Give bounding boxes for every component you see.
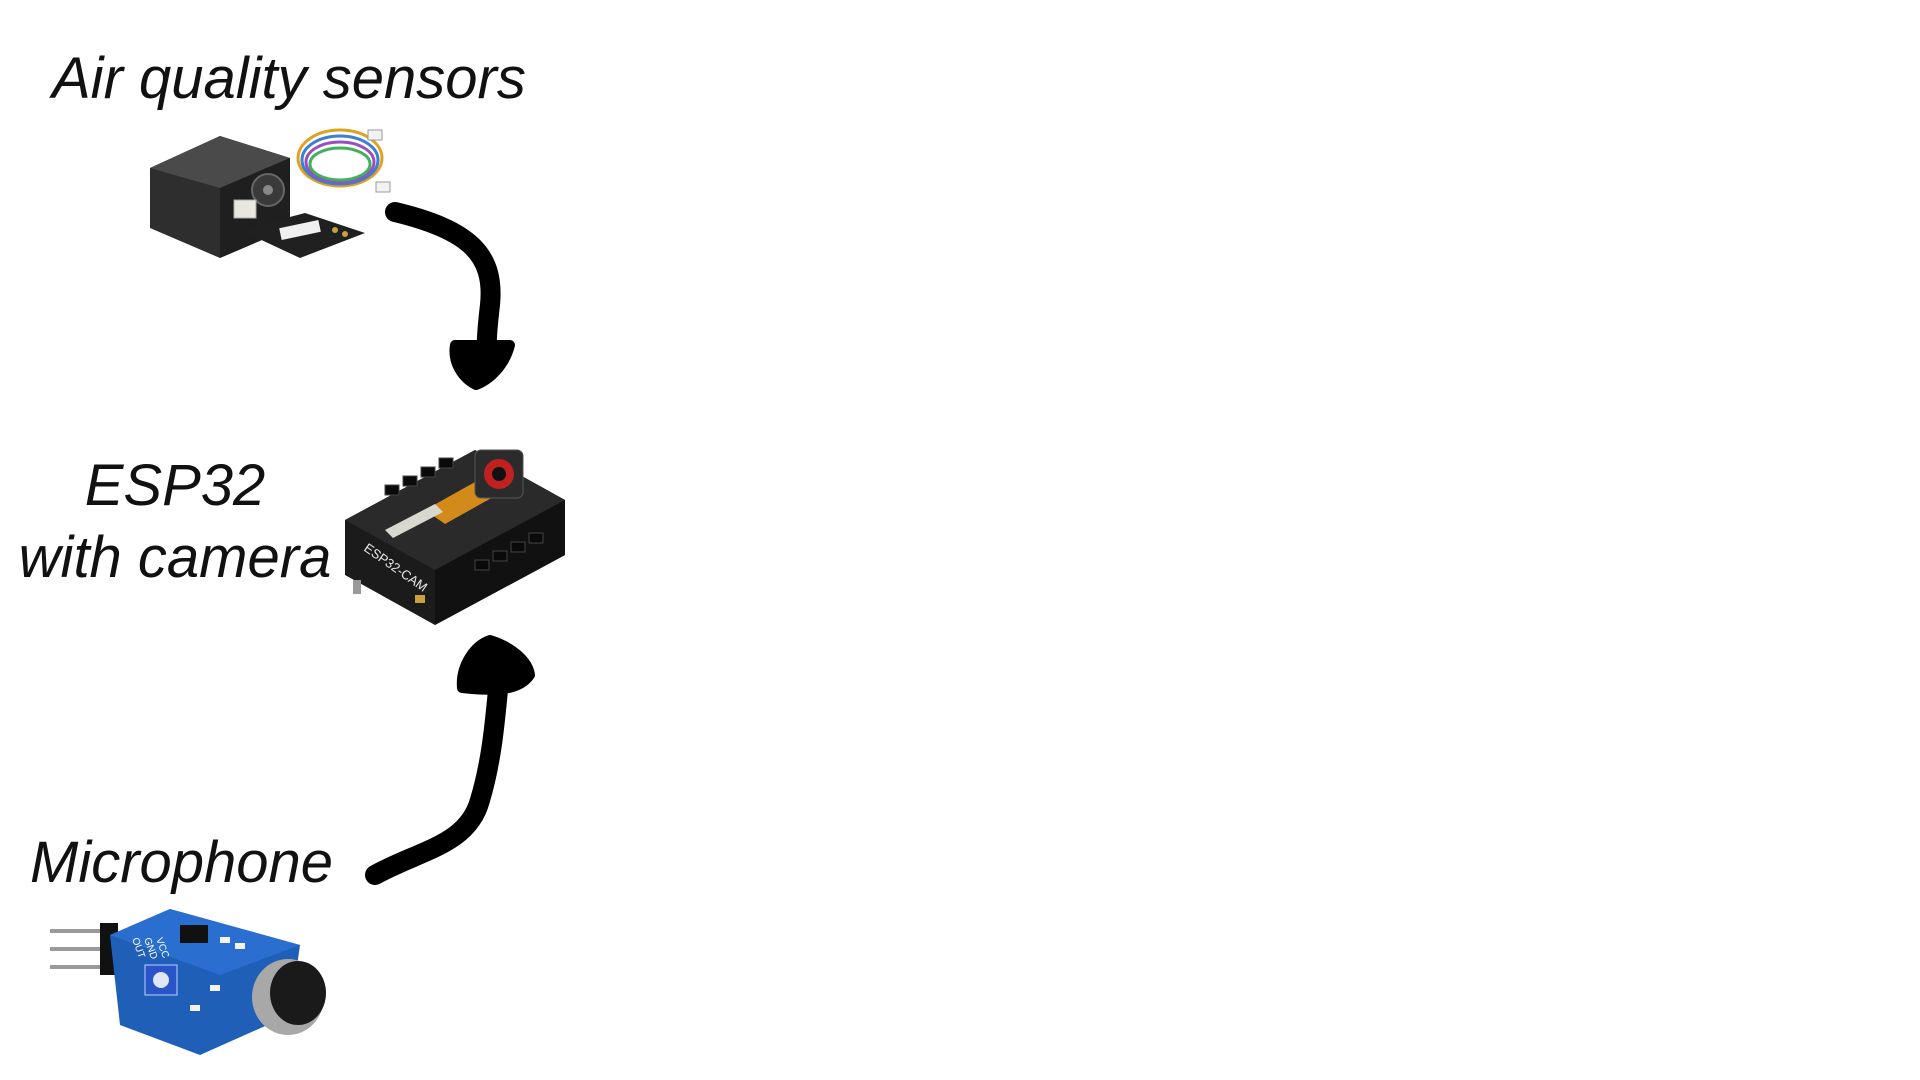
- air-quality-sensor-image: [150, 128, 391, 258]
- esp32-label: ESP32 with camera: [0, 450, 350, 594]
- esp32-label-line1: ESP32: [84, 453, 266, 518]
- arrow-down: [385, 202, 501, 365]
- arrow-up: [365, 680, 508, 885]
- microphone-label: Microphone: [30, 830, 334, 895]
- microphone-module-image: OUT GND VCC: [50, 909, 326, 1055]
- arrow-down-head: [449, 340, 515, 390]
- arrow-up-head: [456, 635, 535, 695]
- esp32-camera-board-image: ESP32-CAM: [345, 449, 565, 625]
- esp32-label-line2: with camera: [18, 525, 332, 590]
- air-quality-sensors-label: Air quality sensors: [52, 46, 526, 111]
